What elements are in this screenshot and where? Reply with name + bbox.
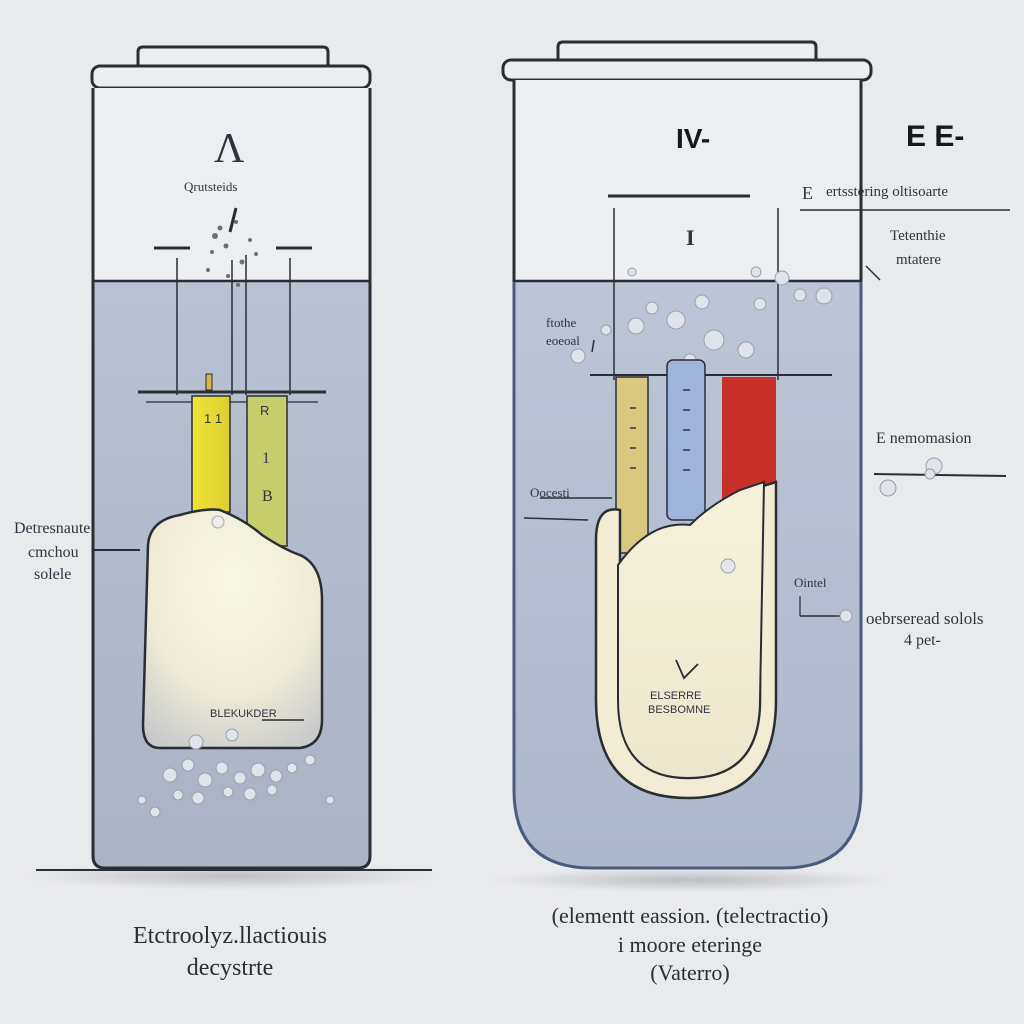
right-annotations <box>799 209 1010 623</box>
right-side-label-5: 4 pet- <box>904 632 941 649</box>
right-caption: (elementt eassion. (telectractio) i moor… <box>470 902 910 988</box>
right-side-label-4: oebrseread solols <box>866 609 984 628</box>
right-bubble-label-1: ftothe <box>546 315 577 330</box>
right-side-label-1: ertsstering oltisoarte <box>826 184 949 200</box>
left-side-label-3: solele <box>34 566 72 583</box>
left-strip-label-1: 1 <box>262 450 270 467</box>
left-strip-label-top: R <box>260 403 270 418</box>
left-caption-line-1: Etctroolyz.llactiouis <box>133 923 327 949</box>
right-inner-label-bottom-2: BESBOMNE <box>648 704 711 716</box>
left-container <box>22 45 442 890</box>
left-strip-label-2: B <box>262 488 273 505</box>
right-inner-label-left: Oocesti <box>530 485 570 500</box>
left-side-label-2: cmchou <box>28 544 79 561</box>
right-top-symbol: IV- <box>676 123 711 154</box>
right-container <box>490 40 890 892</box>
right-side-label-3: E nemomasion <box>876 430 972 447</box>
right-inner-symbol: I <box>686 225 695 250</box>
left-inner-label: BLEKUKDER <box>210 708 277 720</box>
right-inner-label-bottom-1: ELSERRE <box>650 690 702 702</box>
left-top-symbol: Λ <box>214 126 245 172</box>
left-strip-digits: 1 1 <box>204 411 223 426</box>
left-caption-line-2: decystrte <box>186 955 274 982</box>
left-side-label-1: Detresnaute <box>14 520 91 537</box>
right-side-label-orbital: Ointel <box>794 575 827 590</box>
right-bubble-label-2: eoeoal <box>546 333 580 348</box>
right-side-label-2a: Tetenthie <box>890 228 946 244</box>
right-side-label-2b: mtatere <box>896 252 941 268</box>
right-caption-line-2: i moore eteringe <box>617 931 763 957</box>
right-caption-line-1: (elementt eassion. (telectractio) <box>551 903 829 928</box>
left-top-label: Qrutsteids <box>184 179 238 194</box>
left-caption: Etctroolyz.llactiouis decystrte <box>60 920 400 985</box>
right-side-top-symbol: E E- <box>906 120 965 153</box>
right-side-label-1-prefix: E <box>802 183 813 203</box>
right-caption-line-3: (Vaterro) <box>650 960 730 986</box>
